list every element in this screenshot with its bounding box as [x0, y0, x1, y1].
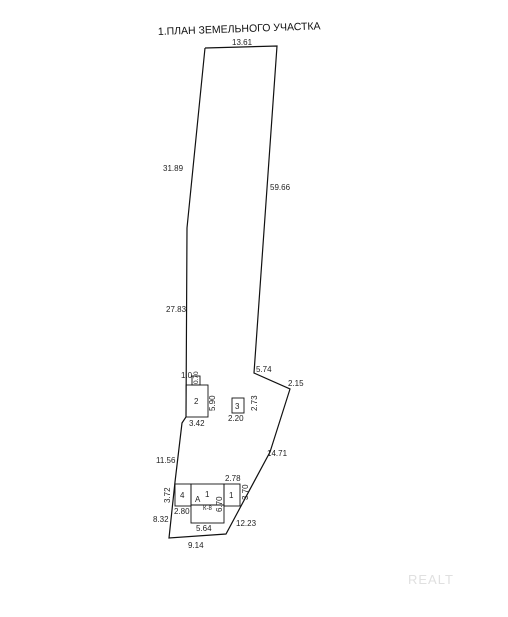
dim-right-upper: 59.66	[270, 183, 291, 192]
dim-left-bottom: 8.32	[153, 515, 169, 524]
dim-b4-height: 3.72	[163, 487, 172, 503]
building-2-label: 2	[194, 397, 199, 406]
dim-main-height: 6.70	[215, 496, 224, 512]
building-3-label: 3	[235, 402, 240, 411]
dim-left-upper: 31.89	[163, 164, 184, 173]
building-1	[223, 483, 241, 507]
dim-b3-height: 2.73	[250, 395, 259, 411]
main-house-number: 1	[205, 490, 210, 499]
building-3	[231, 397, 245, 414]
watermark: REALT	[408, 572, 454, 587]
dim-b3-width: 2.20	[228, 414, 244, 423]
dim-left-lower: 11.56	[156, 456, 176, 465]
plot-boundary	[168, 45, 291, 539]
dim-b1-side: 3.70	[241, 484, 250, 500]
dim-b1-top: 2.78	[225, 474, 241, 483]
plan-title: 1.ПЛАН ЗЕМЕЛЬНОГО УЧАСТКА	[158, 20, 321, 38]
dim-notch-top: 5.74	[256, 365, 272, 374]
dim-small-b: 0.70	[193, 371, 200, 384]
dim-small-a: 1.0	[181, 371, 193, 380]
building-4-label: 4	[180, 491, 185, 500]
dim-b2-width: 3.42	[189, 419, 205, 428]
main-house-code: К-8	[203, 506, 212, 512]
building-1-label: 1	[229, 491, 234, 500]
dim-main-width: 5.64	[196, 524, 212, 533]
building-2-annex	[191, 375, 201, 386]
dim-top: 13.61	[232, 38, 253, 47]
dim-bottom-right: 12.23	[236, 519, 257, 528]
dim-b2-height: 5.90	[208, 395, 217, 411]
dim-right-lower: 14.71	[267, 449, 288, 458]
dim-notch-side: 2.15	[288, 379, 304, 388]
dim-bottom: 9.14	[188, 541, 204, 550]
dim-b4-width: 2.80	[174, 507, 190, 516]
main-house-letter: А	[195, 495, 201, 504]
dim-left-middle: 27.83	[166, 305, 187, 314]
